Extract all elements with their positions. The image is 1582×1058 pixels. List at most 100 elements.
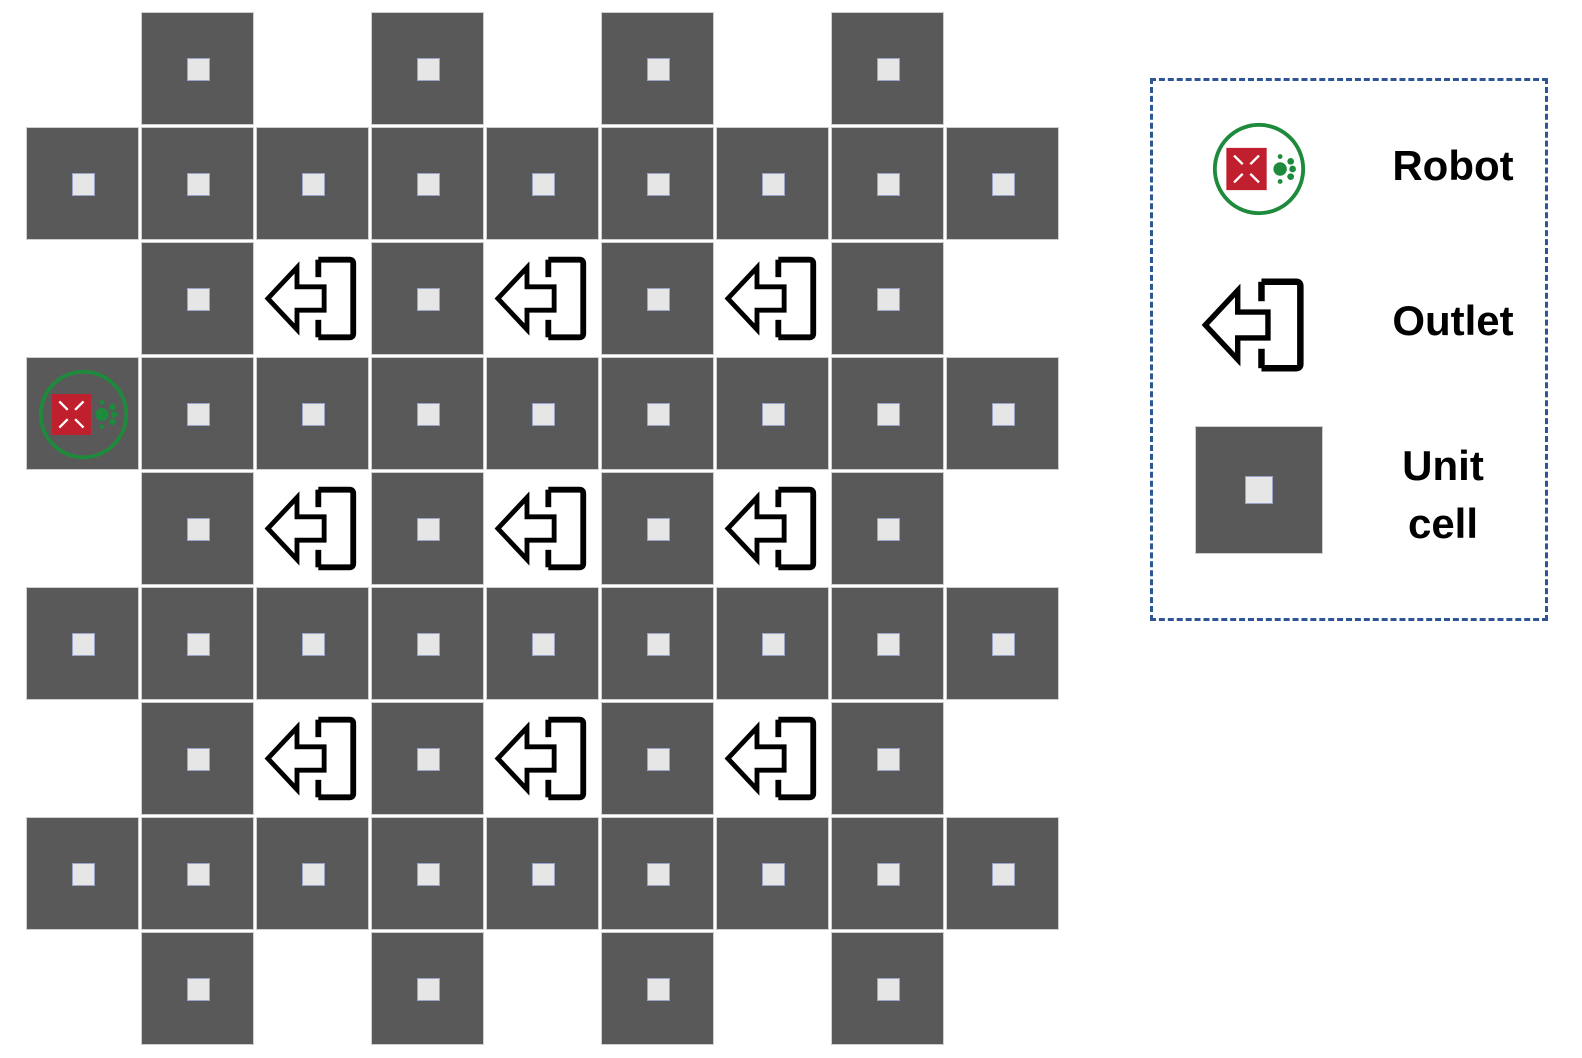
unit-cell-center [187,633,210,656]
unit-cell [371,932,484,1045]
unit-cell-center [877,288,900,311]
outlet-cell [486,702,599,815]
unit-cell [831,817,944,930]
unit-cell-center [187,978,210,1001]
unit-cell [601,817,714,930]
outlet-cell [716,702,829,815]
unit-cell-center [647,518,670,541]
unit-cell [141,357,254,470]
unit-cell [256,357,369,470]
unit-cell-center [187,288,210,311]
unit-cell [601,472,714,585]
unit-cell [256,127,369,240]
unit-cell-center [532,173,555,196]
outlet-cell [716,242,829,355]
legend-outlet-icon [1201,271,1309,379]
unit-cell-center [72,173,95,196]
unit-cell-center [187,518,210,541]
unit-cell-center [877,978,900,1001]
unit-cell [141,242,254,355]
outlet-arrow-icon [264,716,357,801]
unit-cell [371,817,484,930]
unit-cell [946,587,1059,700]
warehouse-grid [26,12,1059,1045]
unit-cell-center [992,633,1015,656]
unit-cell-center [417,58,440,81]
unit-cell-center [72,633,95,656]
outlet-arrow-icon [724,256,817,341]
unit-cell [831,472,944,585]
unit-cell-center [187,58,210,81]
unit-cell-center [1245,476,1273,504]
unit-cell-center [417,403,440,426]
unit-cell [716,357,829,470]
unit-cell [371,702,484,815]
legend-robot-label: Robot [1392,142,1514,189]
unit-cell [371,357,484,470]
unit-cell [831,127,944,240]
outlet-cell [256,242,369,355]
unit-cell-center [532,633,555,656]
legend-unit-label-line1: Unit [1402,442,1484,489]
robot-cell [26,357,139,470]
unit-cell-center [762,633,785,656]
unit-cell-center [417,978,440,1001]
unit-cell [601,12,714,125]
unit-cell [256,587,369,700]
outlet-cell [486,242,599,355]
unit-cell [601,932,714,1045]
unit-cell [831,242,944,355]
unit-cell-center [302,863,325,886]
unit-cell-center [72,863,95,886]
unit-cell-center [877,518,900,541]
unit-cell-center [647,978,670,1001]
unit-cell-center [417,748,440,771]
legend-outlet-label: Outlet [1392,297,1514,344]
unit-cell [946,127,1059,240]
outlet-arrow-icon [494,486,587,571]
unit-cell-center [532,863,555,886]
unit-cell [486,357,599,470]
unit-cell-center [877,633,900,656]
unit-cell [486,127,599,240]
unit-cell [141,702,254,815]
unit-cell-center [647,748,670,771]
unit-cell [831,587,944,700]
unit-cell [716,587,829,700]
unit-cell-center [992,173,1015,196]
unit-cell [371,242,484,355]
unit-cell [141,12,254,125]
unit-cell-center [762,173,785,196]
unit-cell-center [302,633,325,656]
unit-cell [26,587,139,700]
unit-cell [946,357,1059,470]
unit-cell [601,702,714,815]
unit-cell [371,127,484,240]
unit-cell-center [417,173,440,196]
unit-cell-center [877,863,900,886]
unit-cell [601,587,714,700]
unit-cell-center [302,403,325,426]
unit-cell-center [187,748,210,771]
unit-cell [601,357,714,470]
unit-cell [371,587,484,700]
unit-cell-center [417,633,440,656]
unit-cell [141,472,254,585]
unit-cell [141,817,254,930]
outlet-arrow-icon [494,716,587,801]
unit-cell-center [417,288,440,311]
legend-unit-label-line2: cell [1407,500,1479,547]
outlet-arrow-icon [494,256,587,341]
unit-cell [141,932,254,1045]
unit-cell-center [647,633,670,656]
unit-cell-center [647,173,670,196]
unit-cell-center [992,863,1015,886]
unit-cell [831,702,944,815]
unit-cell [141,587,254,700]
unit-cell-center [762,863,785,886]
unit-cell [486,587,599,700]
unit-cell [946,817,1059,930]
outlet-cell [256,472,369,585]
unit-cell [26,817,139,930]
unit-cell-center [762,403,785,426]
